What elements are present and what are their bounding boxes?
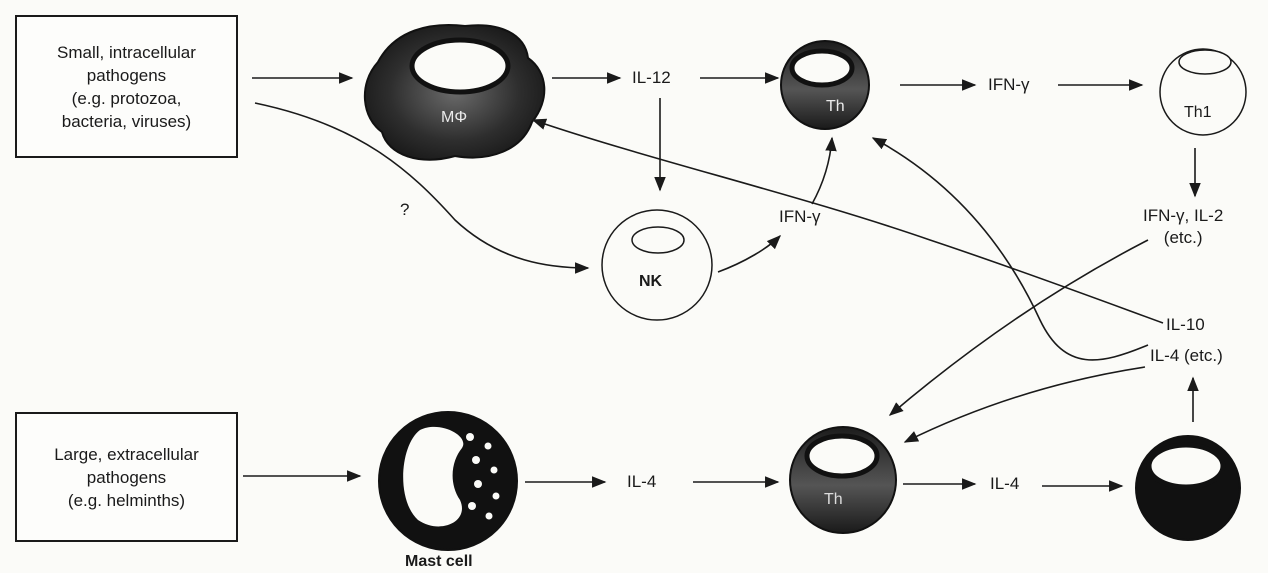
mast-cell — [379, 412, 517, 550]
ifn-gamma-mid-label: IFN-γ — [779, 206, 821, 228]
nk-label: NK — [639, 272, 662, 292]
arrow-ifn-il2-to-th-bottom — [890, 240, 1148, 415]
th1-label: Th1 — [1184, 103, 1212, 123]
il4-right-label: IL-4 — [990, 473, 1019, 495]
th-cell-bottom — [790, 427, 896, 533]
il4-etc-label: IL-4 (etc.) — [1150, 345, 1223, 367]
th-cell-top — [781, 41, 869, 129]
il4-left-label: IL-4 — [627, 471, 656, 493]
arrow-il4-to-th-bottom — [905, 367, 1145, 442]
arrow-il4-to-th-top — [873, 138, 1148, 360]
mast-cell-label: Mast cell — [405, 552, 473, 572]
macrophage-cell — [365, 25, 544, 160]
question-mark-label: ? — [400, 199, 409, 221]
arrow-ifn-to-th — [812, 138, 832, 204]
ifn-gamma-il2-label: IFN-γ, IL-2 (etc.) — [1143, 205, 1223, 249]
th-top-label: Th — [826, 97, 845, 117]
il12-label: IL-12 — [632, 67, 671, 89]
il10-label: IL-10 — [1166, 314, 1205, 336]
nk-cell — [602, 210, 712, 320]
arrow-nk-to-ifn — [718, 236, 780, 272]
th-bottom-label: Th — [824, 490, 843, 510]
large-extracellular-pathogens-box: Large, extracellular pathogens (e.g. hel… — [15, 412, 238, 542]
th2-cell — [1136, 436, 1240, 540]
small-intracellular-pathogens-box: Small, intracellular pathogens (e.g. pro… — [15, 15, 238, 158]
ifn-gamma-top-label: IFN-γ — [988, 74, 1030, 96]
macrophage-label: MΦ — [441, 108, 467, 128]
